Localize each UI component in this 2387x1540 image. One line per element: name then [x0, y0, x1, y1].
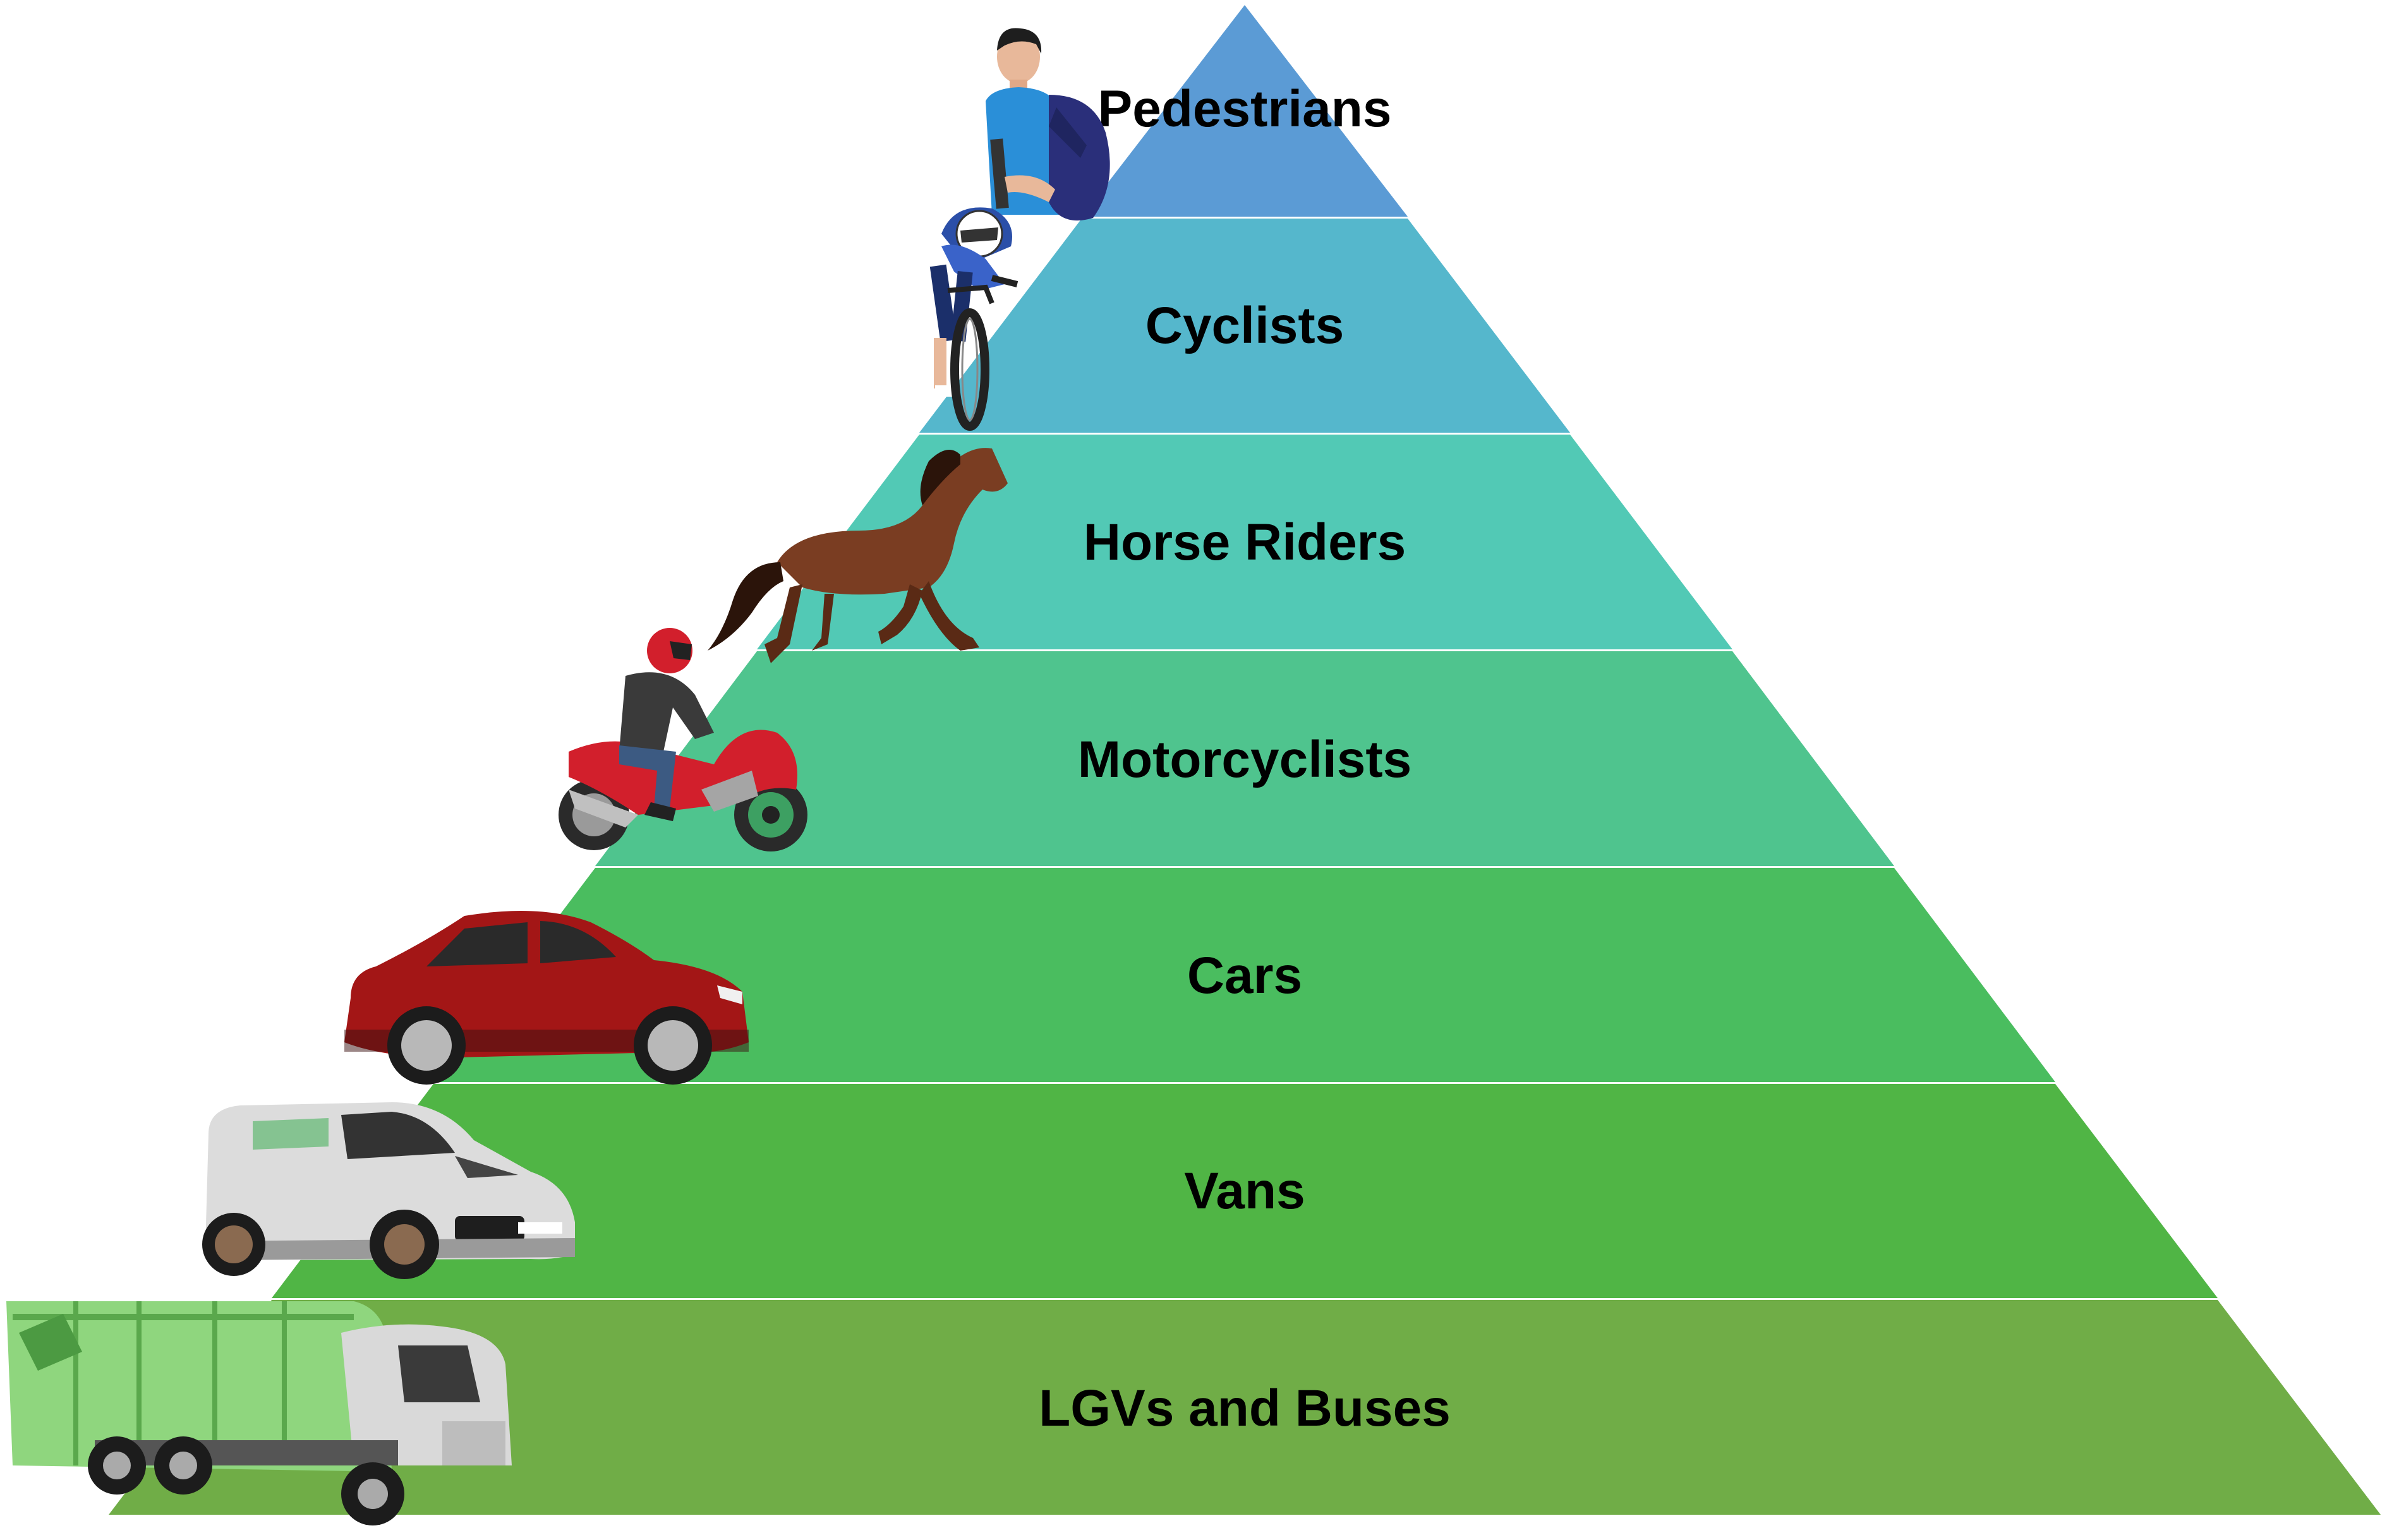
- cyclist-icon: [929, 207, 1018, 431]
- tier-label: Cyclists: [1145, 297, 1345, 354]
- tier-lgvs-and-buses: LGVs and Buses: [109, 1300, 2381, 1515]
- garbage-truck-icon: [6, 1301, 512, 1525]
- tier-cars: Cars: [433, 868, 2055, 1082]
- tier-cyclists: Cyclists: [919, 219, 1570, 433]
- pedestrian-icon: [986, 28, 1110, 221]
- car-icon: [344, 911, 749, 1085]
- horse-icon: [708, 448, 1008, 663]
- tier-label: Vans: [1184, 1162, 1305, 1220]
- van-icon: [202, 1102, 575, 1279]
- tier-shape: [272, 1084, 2218, 1298]
- tier-label: Pedestrians: [1098, 80, 1392, 138]
- tier-shape: [595, 651, 1894, 866]
- pyramid: Pedestrians Cyclists Horse Riders Motorc…: [109, 5, 2381, 1515]
- tier-vans: Vans: [272, 1084, 2218, 1298]
- tier-label: Cars: [1187, 947, 1302, 1004]
- tier-label: Motorcyclists: [1078, 731, 1412, 788]
- tier-shape: [109, 1300, 2381, 1515]
- tier-pedestrians: Pedestrians: [1082, 5, 1408, 217]
- tier-shape: [433, 868, 2055, 1082]
- tier-label: Horse Riders: [1084, 514, 1406, 571]
- tier-shape: [1082, 5, 1408, 217]
- tier-shape: [919, 219, 1570, 433]
- tier-label: LGVs and Buses: [1039, 1380, 1451, 1437]
- motorcycle-icon: [559, 628, 807, 851]
- tier-motorcyclists: Motorcyclists: [595, 651, 1894, 866]
